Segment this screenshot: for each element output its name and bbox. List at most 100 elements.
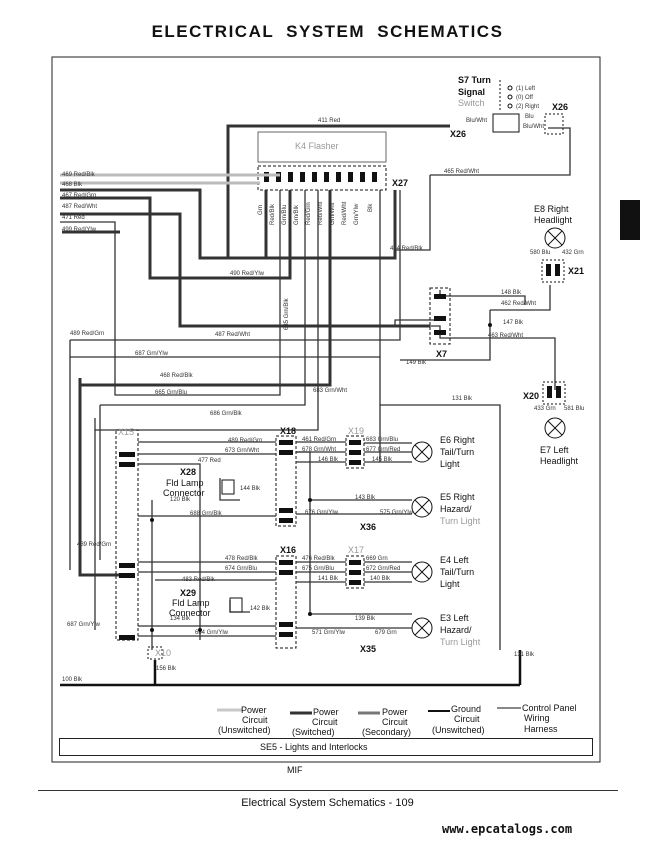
s7-label-line2: Signal — [458, 87, 485, 97]
x19-label: X19 — [348, 426, 364, 436]
wire-131b-label: 131 Blk — [514, 652, 535, 658]
wire-487-label: 487 Red/Wht — [62, 204, 97, 210]
x21-pins — [546, 264, 560, 276]
wire-679-label: 679 Grn — [375, 630, 397, 636]
wire-145-label: 145 Blk — [372, 457, 393, 463]
wire-141-label: 141 Blk — [318, 576, 339, 582]
legend-line2: Circuit — [382, 717, 408, 727]
wire-487b-label: 487 Red/Wht — [215, 332, 250, 338]
s7-label-line1: S7 Turn — [458, 75, 491, 85]
wire-687-label: 687 Grn/Ylw — [135, 351, 169, 357]
wire-581-label: 581 Blu — [564, 406, 584, 412]
x10-label: X10 — [155, 648, 171, 658]
x16-connector — [275, 555, 297, 649]
x28-label-line1: X28 — [180, 467, 196, 477]
x7-connector — [429, 287, 451, 345]
x15-connector — [115, 429, 139, 641]
wire-146-label: 146 Blk — [318, 457, 339, 463]
ground-wires — [60, 650, 522, 687]
website-link[interactable]: www.epcatalogs.com — [442, 822, 573, 836]
unswitched-power-wires — [60, 173, 280, 185]
k4-flasher-box — [257, 131, 387, 163]
x18-label: X18 — [280, 426, 296, 436]
wire-120-label: 120 Blk — [170, 497, 191, 503]
s7-position-off: (0) Off — [516, 95, 533, 101]
k4-pin-label: Grn — [258, 205, 264, 215]
wire-676-label: 676 Grn/Ylw — [305, 510, 339, 516]
page-footer: Electrical System Schematics - 109 — [241, 797, 414, 809]
wire-580-label: 580 Blu — [530, 250, 550, 256]
k4-flasher-label: K4 Flasher — [295, 141, 339, 151]
k4-pin-label: Grn/Blu — [282, 205, 288, 225]
wire-blu-wht-label: Blu/Wht — [466, 118, 487, 124]
k4-pin-label: Blk — [368, 203, 374, 212]
k4-pin-labels: Grn Red/Blk Grn/Blu Grn/Blk Red/Grn Red/… — [258, 201, 374, 225]
legend-line3: (Secondary) — [362, 727, 411, 737]
wire-489-label: 489 Red/Grn — [70, 331, 104, 337]
control-wires — [60, 127, 571, 650]
legend-line1: Control Panel — [522, 703, 577, 713]
wire-478-label: 478 Red/Blk — [225, 556, 259, 562]
wire-468b-label: 468 Red/Blk — [160, 373, 194, 379]
legend-line1: Power — [241, 705, 267, 715]
x29-label-line1: X29 — [180, 588, 196, 598]
x17-label: X17 — [348, 545, 364, 555]
page-title: ELECTRICAL SYSTEM SCHEMATICS — [151, 22, 504, 41]
e5-label-line3: Turn Light — [440, 516, 481, 526]
x20-connector — [542, 381, 566, 405]
wire-476-label: 476 Red/Blk — [302, 556, 336, 562]
legend-line3: (Unswitched) — [432, 725, 485, 735]
x15-label: X15 — [118, 427, 134, 437]
wire-489d-label: 489 Red/Grn — [77, 542, 111, 548]
x20-pins — [547, 386, 561, 398]
x21-label: X21 — [568, 266, 584, 276]
k4-pin-label: Grn/Wht — [330, 202, 336, 225]
e3-label-line3: Turn Light — [440, 637, 481, 647]
k4-pin-label: Grn/Blk — [294, 204, 300, 225]
legend-item: Control Panel Wiring Harness — [497, 703, 577, 734]
legend-item: Power Circuit (Secondary) — [358, 707, 411, 737]
wire-156-label: 156 Blk — [156, 666, 177, 672]
x26a-label: X26 — [450, 129, 466, 139]
wire-471-label: 471 Red — [62, 215, 85, 221]
wire-499-label: 499 Red/Ylw — [62, 227, 97, 233]
wire-139-label: 139 Blk — [355, 616, 376, 622]
legend-line1: Power — [382, 707, 408, 717]
e5-label-line2: Hazard/ — [440, 504, 472, 514]
e5-lamp — [411, 496, 433, 518]
wire-675-label: 675 Grn/Blu — [302, 566, 334, 572]
x7-pins — [434, 294, 446, 335]
wire-blu-label: Blu — [525, 114, 534, 120]
legend-line1: Power — [313, 707, 339, 717]
legend-item: Power Circuit (Switched) — [290, 707, 339, 737]
switched-power-wires — [60, 124, 450, 577]
wire-575-label: 575 Grn/Ylw — [380, 510, 414, 516]
x21-connector — [541, 259, 565, 283]
x36-label: X36 — [360, 522, 376, 532]
x27-label: X27 — [392, 178, 408, 188]
x26-connector — [544, 113, 564, 135]
legend-line3: Harness — [524, 724, 558, 734]
lower-wires — [138, 405, 412, 650]
e4-lamp — [411, 561, 433, 583]
wire-490-label: 490 Red/Ylw — [230, 271, 265, 277]
e5-label-line1: E5 Right — [440, 492, 475, 502]
legend-line2: Circuit — [242, 715, 268, 725]
e8-label-line1: E8 Right — [534, 204, 569, 214]
wire-465-label: 465 Red/Wht — [444, 169, 479, 175]
wire-571-label: 571 Grn/Ylw — [312, 630, 346, 636]
e4-label-line1: E4 Left — [440, 555, 469, 565]
wire-463-label: 463 Red/Wht — [488, 333, 523, 339]
x18-connector — [275, 435, 297, 527]
wire-489c-label: 489 Red/Grn — [228, 438, 262, 444]
legend-line3: (Unswitched) — [218, 725, 271, 735]
wire-462-label: 462 Red/Wht — [501, 301, 536, 307]
legend-item: Power Circuit (Unswitched) — [217, 705, 271, 735]
wire-467-label: 467 Red/Grn — [62, 193, 96, 199]
k4-pin-label: Red/Grn — [306, 202, 312, 225]
e8-label-line2: Headlight — [534, 215, 573, 225]
e3-lamp — [411, 617, 433, 639]
wire-134-label: 134 Blk — [170, 616, 191, 622]
e7-label-line1: E7 Left — [540, 445, 569, 455]
